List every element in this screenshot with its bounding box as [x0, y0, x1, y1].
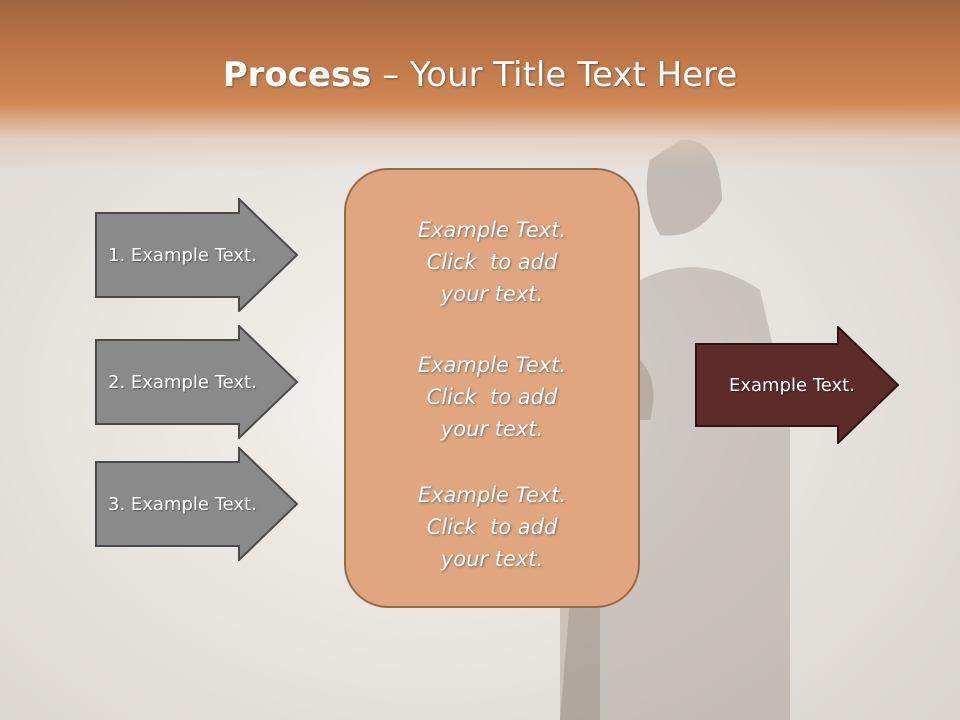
text-line: Click to add — [426, 385, 558, 409]
center-text-block-1: Example Text. Click to add your text. — [346, 214, 638, 310]
arrow-shape-icon — [95, 447, 299, 561]
slide-title[interactable]: Process – Your Title Text Here — [0, 55, 960, 95]
left-arrow-1-label: 1. Example Text. — [108, 244, 257, 266]
title-rest: – Your Title Text Here — [371, 55, 738, 95]
text-line: Example Text. — [417, 483, 567, 507]
text-line: Example Text. — [417, 218, 567, 242]
text-line: Example Text. — [417, 353, 567, 377]
title-bold: Process — [222, 55, 372, 95]
text-line: your text. — [440, 547, 544, 571]
title-bar — [0, 0, 960, 170]
center-text-block-3: Example Text. Click to add your text. — [346, 479, 638, 575]
left-arrow-3[interactable]: 3. Example Text. — [95, 447, 299, 561]
arrow-shape-icon — [695, 326, 900, 444]
text-line: Click to add — [426, 515, 558, 539]
center-text-box[interactable]: Example Text. Click to add your text. Ex… — [344, 168, 640, 608]
arrow-shape-icon — [95, 198, 299, 312]
right-arrow[interactable]: Example Text. — [695, 326, 900, 444]
text-line: your text. — [440, 282, 544, 306]
text-line: your text. — [440, 417, 544, 441]
center-text-block-2: Example Text. Click to add your text. — [346, 349, 638, 445]
left-arrow-3-label: 3. Example Text. — [108, 493, 257, 515]
arrow-shape-icon — [95, 325, 299, 439]
left-arrow-2[interactable]: 2. Example Text. — [95, 325, 299, 439]
left-arrow-2-label: 2. Example Text. — [108, 371, 257, 393]
right-arrow-label: Example Text. — [729, 374, 855, 396]
left-arrow-1[interactable]: 1. Example Text. — [95, 198, 299, 312]
text-line: Click to add — [426, 250, 558, 274]
